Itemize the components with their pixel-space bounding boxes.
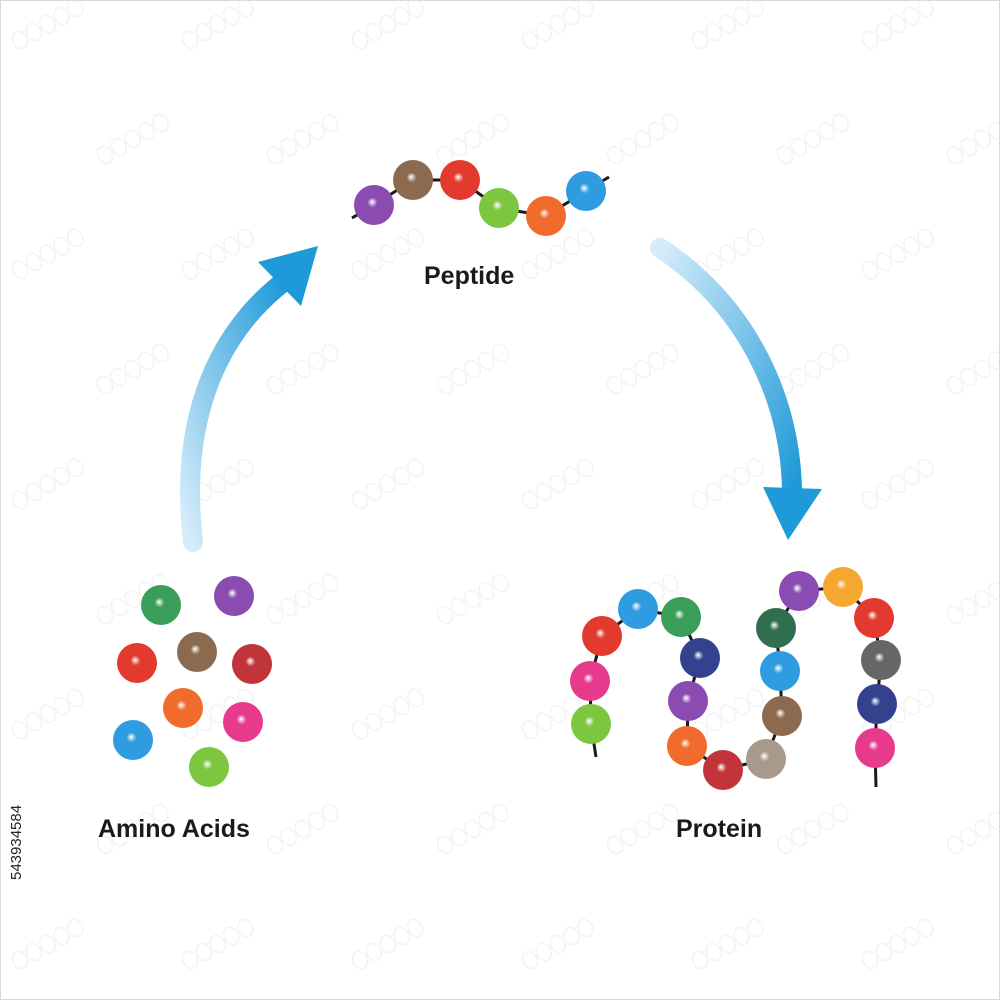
watermark-mark [691, 918, 764, 970]
watermark-mark [776, 343, 849, 395]
peptide-bead [479, 188, 519, 228]
protein-bead [571, 704, 611, 744]
watermark-mark [181, 918, 254, 970]
watermark-mark [946, 351, 1000, 395]
watermark-mark [436, 803, 509, 855]
watermark-mark [606, 113, 679, 165]
watermark-mark [521, 918, 594, 970]
arrow-peptide-to-protein [650, 238, 822, 540]
watermark-mark [861, 0, 934, 50]
protein-bead [861, 640, 901, 680]
watermark-mark [351, 228, 424, 280]
protein-bead [680, 638, 720, 678]
protein-bead [570, 661, 610, 701]
watermark-mark [436, 113, 509, 165]
amino-acid-beads [113, 576, 272, 787]
watermark-mark [351, 0, 424, 50]
protein-bead [760, 651, 800, 691]
peptide-label: Peptide [424, 262, 515, 290]
watermark-mark [266, 573, 339, 625]
protein-bead [857, 684, 897, 724]
watermark-mark [11, 228, 84, 280]
watermark-mark [351, 458, 424, 510]
protein-bead [779, 571, 819, 611]
watermark-mark [11, 688, 84, 740]
protein-bead [668, 681, 708, 721]
peptide-bead [566, 171, 606, 211]
watermark-pattern [11, 0, 1000, 970]
protein-bead [823, 567, 863, 607]
watermark-mark [181, 0, 254, 50]
watermark-mark [266, 803, 339, 855]
watermark-mark [606, 803, 679, 855]
watermark-mark [521, 228, 594, 280]
protein-bead [746, 739, 786, 779]
protein-bead [582, 616, 622, 656]
watermark-mark [11, 458, 84, 510]
amino-acid-bead [232, 644, 272, 684]
watermark-mark [351, 918, 424, 970]
amino-acid-bead [113, 720, 153, 760]
protein-bead [618, 589, 658, 629]
watermark-mark [266, 113, 339, 165]
stock-id-text: 543934584 [8, 804, 25, 880]
peptide-bead [393, 160, 433, 200]
amino-acid-bead [223, 702, 263, 742]
watermark-mark [776, 803, 849, 855]
peptide-bead [526, 196, 566, 236]
protein-bead [667, 726, 707, 766]
protein-bead [661, 597, 701, 637]
watermark-mark [946, 581, 1000, 625]
watermark-mark [521, 458, 594, 510]
watermark-mark [96, 113, 169, 165]
protein-bead [854, 598, 894, 638]
watermark-mark [861, 458, 934, 510]
watermark-mark [691, 0, 764, 50]
watermark-mark [691, 458, 764, 510]
peptide-bead [440, 160, 480, 200]
watermark-mark [181, 228, 254, 280]
watermark-mark [11, 0, 84, 50]
watermark-mark [521, 0, 594, 50]
protein-bead [762, 696, 802, 736]
amino-acid-bead [141, 585, 181, 625]
watermark-mark [946, 121, 1000, 165]
amino-acid-bead [177, 632, 217, 672]
amino-acid-bead [214, 576, 254, 616]
protein-bead [855, 728, 895, 768]
watermark-mark [861, 918, 934, 970]
amino-acid-bead [189, 747, 229, 787]
watermark-mark [96, 803, 169, 855]
watermark-mark [606, 343, 679, 395]
amino-acids-label: Amino Acids [98, 815, 250, 843]
watermark-mark [436, 573, 509, 625]
amino-acid-bead [117, 643, 157, 683]
watermark-mark [691, 228, 764, 280]
watermark-mark [946, 811, 1000, 855]
watermark-mark [351, 688, 424, 740]
protein-bead [703, 750, 743, 790]
protein-beads [570, 567, 901, 790]
peptide-bead [354, 185, 394, 225]
arrow-amino-to-peptide [180, 246, 318, 552]
amino-acid-bead [163, 688, 203, 728]
watermark-mark [96, 343, 169, 395]
protein-bead [756, 608, 796, 648]
peptide-beads [354, 160, 606, 236]
watermark-mark [266, 343, 339, 395]
watermark-mark [861, 228, 934, 280]
protein-label: Protein [676, 815, 763, 843]
watermark-mark [436, 343, 509, 395]
watermark-mark [776, 113, 849, 165]
watermark-mark [11, 918, 84, 970]
